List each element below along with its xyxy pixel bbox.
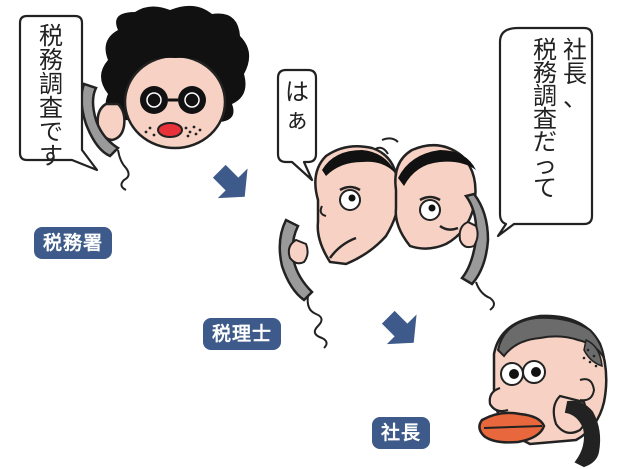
bubble-president-col2-char: 査: [533, 105, 557, 133]
phone-handset-icon: [278, 218, 328, 349]
speech-bubble-tax-accountant: はぁ: [276, 68, 318, 182]
bubble-tax-accountant-char: ぁ: [285, 106, 309, 134]
bubble-president-col2-char: て: [533, 174, 557, 202]
sunglasses-icon: [140, 86, 206, 114]
bubble-president-col1-char: 社: [563, 36, 587, 64]
phone-handset-icon: [564, 400, 601, 468]
tax-accountant-character: [278, 137, 495, 349]
bubble-president-col2-char: っ: [533, 151, 557, 179]
bubble-tax-office-char: 務: [39, 46, 63, 74]
bubble-president-col2-char: だ: [533, 128, 557, 156]
label-tax-accountant: 税理士: [203, 318, 282, 350]
bubble-tax-office-char: 査: [39, 94, 63, 122]
bubble-president-col2-char: 調: [533, 82, 557, 110]
bubble-tax-office-char: で: [39, 118, 63, 146]
label-president: 社長: [372, 417, 431, 449]
president-character: [478, 314, 608, 468]
bubble-president-col2-char: 税: [533, 36, 557, 64]
arrow-down-right-icon: [381, 310, 417, 345]
bubble-president-col1-char: 、: [563, 84, 587, 112]
bubble-tax-accountant-char: は: [285, 78, 309, 106]
bubble-tax-office-char: す: [39, 142, 63, 170]
bubble-president-col2-char: 務: [533, 59, 557, 87]
arrow-down-right-icon: [212, 164, 248, 199]
phone-handset-icon: [458, 192, 495, 311]
tax-office-character: [80, 5, 250, 191]
bubble-president-col1-char: 長: [563, 60, 587, 88]
bubble-tax-office-char: 調: [39, 70, 63, 98]
label-tax-office: 税務署: [34, 227, 113, 259]
bubble-tax-office-char: 税: [39, 22, 63, 50]
